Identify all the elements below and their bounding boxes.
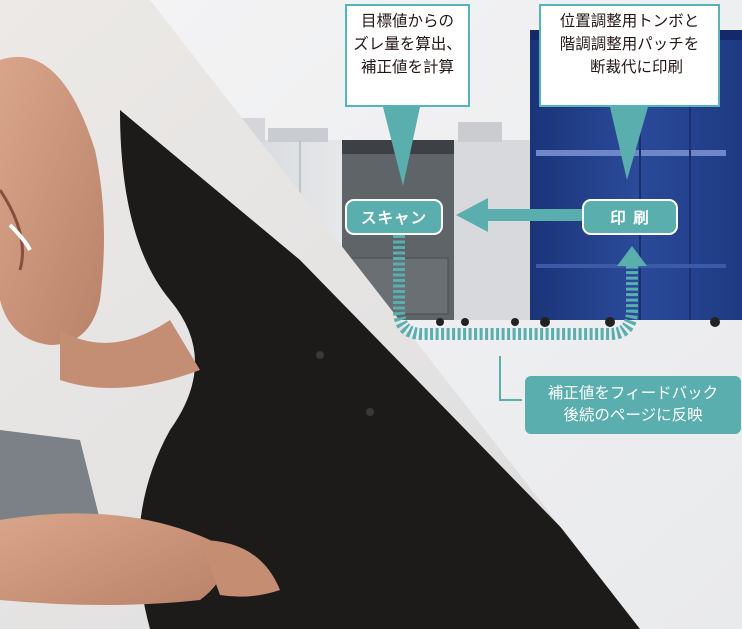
scan-tag: スキャン [345,199,443,235]
measure-callout: 目標値からの ズレ量を算出、 補正値を計算 [345,4,470,107]
scan-flow-arrow-icon [456,198,584,232]
measure-callout-line: 補正値を計算 [360,58,454,76]
measure-callout-line: ズレ量を算出、 [353,35,462,53]
feedback-line: 補正値をフィードバック [547,384,719,402]
print-tag: 印 刷 [582,199,678,235]
print-callout-line: 断裁代に印刷 [589,58,683,76]
print-callout-line: 位置調整用トンボと [559,12,700,30]
feedback-box: 補正値をフィードバック 後続のページに反映 [525,376,741,434]
measure-callout-line: 目標値からの [360,12,454,30]
print-pointer-icon [610,107,648,180]
feedback-connector [499,356,522,401]
print-callout-line: 階調調整用パッチを [559,35,700,53]
print-callout: 位置調整用トンボと 階調調整用パッチを 断裁代に印刷 [539,4,720,107]
feedback-line: 後続のページに反映 [563,406,703,424]
measure-pointer-icon [383,107,420,186]
feedback-loop-arrow-icon [393,235,647,340]
